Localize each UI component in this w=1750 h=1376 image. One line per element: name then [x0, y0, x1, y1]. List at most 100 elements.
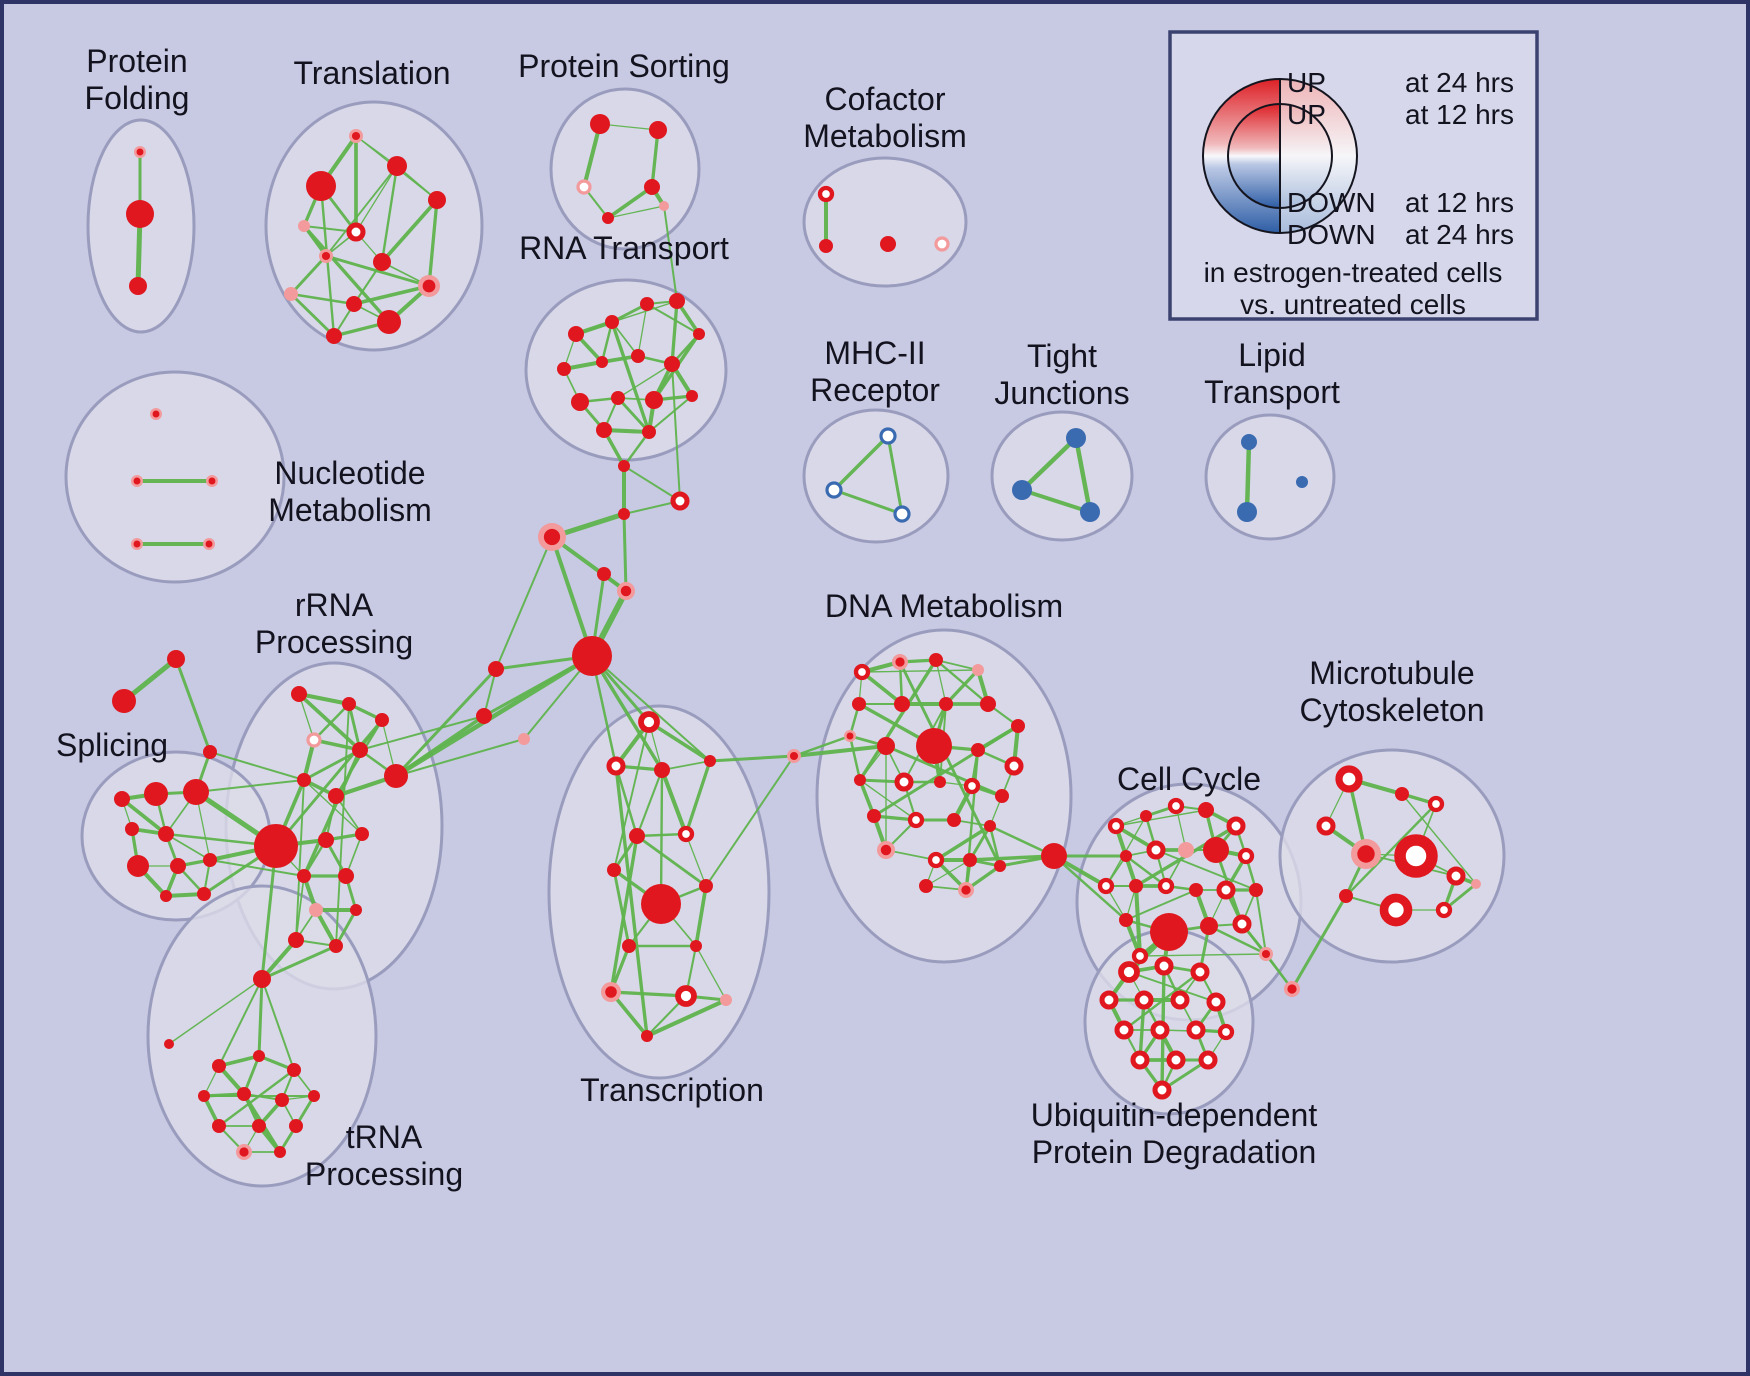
node-mc10 [1471, 879, 1481, 889]
node-sp8 [160, 890, 172, 902]
node-dm2 [929, 653, 943, 667]
node-dm10 [877, 737, 895, 755]
cluster-label-mhc-ii-receptor: MHC-II [824, 335, 925, 371]
node-rr5 [384, 764, 408, 788]
network-edge [694, 884, 708, 948]
network-edge [1073, 435, 1093, 515]
network-edge [590, 654, 664, 772]
cluster-label-dna-metabolism: DNA Metabolism [825, 588, 1063, 624]
network-edge [195, 779, 305, 793]
node-dm8 [1011, 719, 1025, 733]
node-sp4 [158, 826, 174, 842]
network-edge [860, 670, 904, 706]
node-ch1 [670, 491, 690, 511]
node-ub8 [1150, 1020, 1170, 1040]
network-edge [695, 945, 727, 1001]
network-edge [575, 300, 678, 335]
node-cc1 [1140, 810, 1152, 822]
network-edge [935, 659, 947, 705]
network-edge [898, 660, 1002, 868]
node-cc7 [1178, 842, 1194, 858]
node-cc15 [1249, 883, 1263, 897]
node-rt0 [568, 326, 584, 342]
network-edge [792, 744, 888, 758]
node-dm4 [852, 697, 866, 711]
cluster-label-cell-cycle: Cell Cycle [1117, 761, 1261, 797]
node-hb3 [518, 733, 530, 745]
network-edge [303, 779, 363, 835]
node-spt2 [203, 745, 217, 759]
network-edge [312, 702, 351, 742]
node-cc18 [1200, 917, 1218, 935]
node-cc9 [1237, 847, 1255, 865]
node-dm24 [927, 851, 945, 869]
cluster-label-transcription: Transcription [580, 1072, 764, 1108]
network-edge [495, 536, 553, 670]
cluster-label-nucleotide-metabolism: Metabolism [268, 492, 432, 528]
node-dm18 [995, 789, 1009, 803]
node-spt1 [112, 689, 136, 713]
network-edge [647, 720, 712, 763]
node-dm23-core [880, 844, 892, 856]
network-edge [1128, 971, 1217, 1003]
network-edge [606, 185, 654, 220]
network-edge [613, 721, 650, 871]
legend-row-2-time: at 12 hrs [1405, 187, 1514, 218]
node-tn1 [164, 1039, 174, 1049]
node-tx9 [622, 939, 636, 953]
network-edge [1344, 802, 1438, 898]
node-cc21 [1131, 947, 1149, 965]
node-cc5 [1120, 850, 1132, 862]
node-dm15 [894, 772, 914, 792]
node-pf0-core [136, 148, 144, 156]
node-dm9-core [846, 732, 854, 740]
node-dm17 [963, 777, 981, 795]
network-edge [289, 254, 328, 296]
network-edge [635, 834, 708, 888]
legend-footer-line2: vs. untreated cells [1240, 289, 1466, 320]
network-edge [260, 844, 278, 981]
node-sp5 [127, 855, 149, 877]
node-td10-core [239, 1147, 249, 1157]
node-tr8-core [422, 279, 436, 293]
cluster-label-translation: Translation [293, 55, 450, 91]
network-edge [858, 658, 938, 782]
cluster-tight-junctions [990, 410, 1134, 542]
node-nm2-core [208, 477, 216, 485]
network-edge [848, 734, 862, 782]
node-rr3 [306, 732, 322, 748]
node-td3 [198, 1090, 210, 1102]
cluster-label-trna-processing: tRNA [346, 1119, 423, 1155]
node-cc6 [1146, 840, 1166, 860]
node-tr4 [298, 220, 310, 232]
node-td9 [289, 1119, 303, 1133]
network-edge [650, 128, 660, 189]
network-edge [671, 363, 681, 502]
node-tj0 [1066, 428, 1086, 448]
network-edge [217, 1068, 296, 1128]
network-edge [380, 198, 439, 264]
network-edge [635, 768, 664, 838]
node-td11 [274, 1146, 286, 1158]
network-edge [612, 868, 631, 948]
node-td4 [237, 1087, 251, 1101]
node-mc6 [1446, 866, 1466, 886]
legend-row-3-time: at 24 hrs [1405, 219, 1514, 250]
network-edge [607, 205, 665, 219]
node-cm0 [817, 185, 835, 203]
node-dm27-core [961, 885, 971, 895]
node-rr15 [288, 932, 304, 948]
node-tr1 [306, 171, 336, 201]
network-edge [617, 363, 673, 399]
node-ub14 [1152, 1080, 1172, 1100]
node-rt9 [571, 393, 589, 411]
cluster-protein-sorting [549, 87, 701, 251]
network-edge [1115, 809, 1207, 827]
cluster-label-lipid-transport: Lipid [1238, 337, 1306, 373]
network-edge [297, 692, 362, 752]
node-rr9 [318, 832, 334, 848]
node-dm26 [919, 879, 933, 893]
legend-row-3-dir: DOWN [1287, 219, 1376, 250]
legend-row-2-dir: DOWN [1287, 187, 1376, 218]
